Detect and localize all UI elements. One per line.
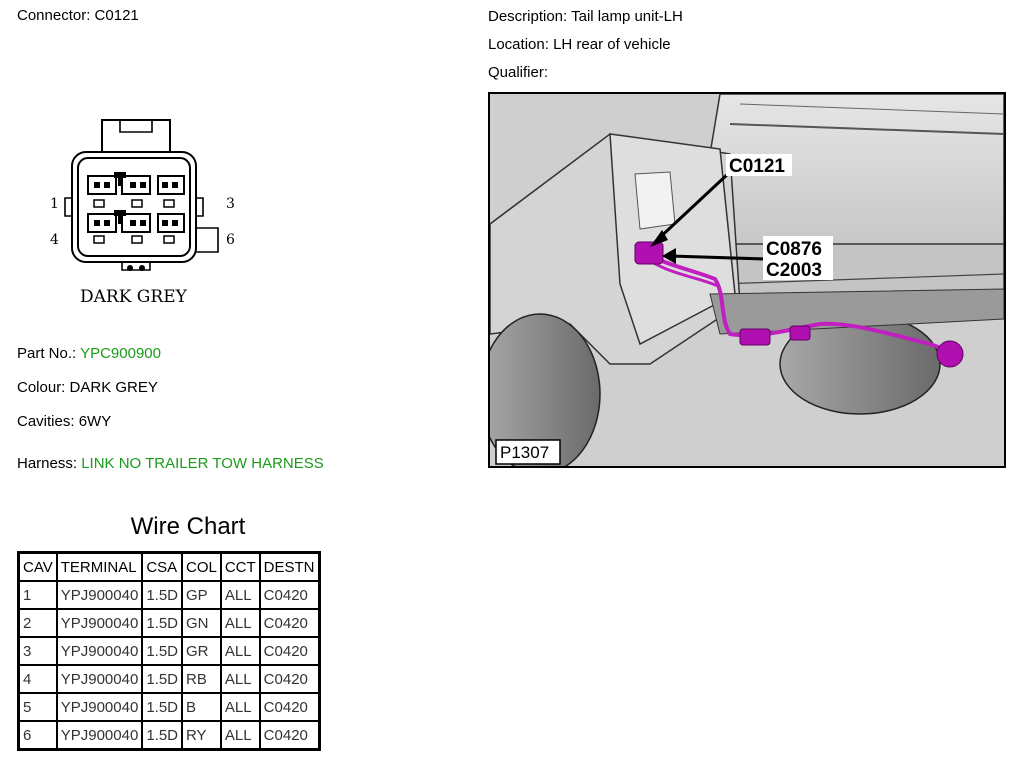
table-row: 4 YPJ900040 1.5D RB ALL C0420 <box>19 665 319 693</box>
connector-face-diagram: 1 3 4 6 DARK GREY <box>40 112 260 312</box>
cell-cav: 4 <box>19 665 57 693</box>
cell-cct: ALL <box>220 609 260 637</box>
cell-cav: 1 <box>19 581 57 609</box>
harness-value: LINK NO TRAILER TOW HARNESS <box>81 455 324 472</box>
part-no-line: Part No.: YPC900900 <box>17 345 161 363</box>
harness-line: Harness: LINK NO TRAILER TOW HARNESS <box>17 455 324 473</box>
cell-cav: 5 <box>19 693 57 721</box>
cell-destn: C0420 <box>259 721 319 749</box>
connector-line: Connector: C0121 <box>17 7 139 25</box>
location-value: LH rear of vehicle <box>553 36 671 53</box>
connector-label: Connector: <box>17 7 91 24</box>
cavities-label: Cavities: <box>17 413 75 430</box>
table-row: 6 YPJ900040 1.5D RY ALL C0420 <box>19 721 319 749</box>
cell-col: RY <box>182 721 221 749</box>
colour-label: Colour: <box>17 379 66 396</box>
qualifier-line: Qualifier: <box>488 64 548 82</box>
cell-cav: 2 <box>19 609 57 637</box>
cell-destn: C0420 <box>259 581 319 609</box>
pin-label-4: 4 <box>50 232 59 248</box>
cell-cct: ALL <box>220 637 260 665</box>
table-row: 2 YPJ900040 1.5D GN ALL C0420 <box>19 609 319 637</box>
cell-csa: 1.5D <box>142 721 182 749</box>
cell-cct: ALL <box>220 665 260 693</box>
cavities-line: Cavities: 6WY <box>17 413 111 431</box>
cell-terminal: YPJ900040 <box>56 609 143 637</box>
pin-label-6: 6 <box>226 232 235 248</box>
cell-terminal: YPJ900040 <box>56 581 143 609</box>
harness-label: Harness: <box>17 455 78 472</box>
description-value: Tail lamp unit-LH <box>571 8 683 25</box>
callout-c2003: C2003 <box>766 260 822 281</box>
cell-cct: ALL <box>220 721 260 749</box>
connector-value: C0121 <box>94 7 139 24</box>
cell-destn: C0420 <box>259 693 319 721</box>
cell-terminal: YPJ900040 <box>56 637 143 665</box>
header-terminal: TERMINAL <box>56 553 143 581</box>
cell-col: RB <box>182 665 221 693</box>
connector-drawing: 1 3 4 6 DARK GREY <box>50 119 235 307</box>
header-cct: CCT <box>220 553 260 581</box>
header-cav: CAV <box>19 553 57 581</box>
table-header-row: CAV TERMINAL CSA COL CCT DESTN <box>19 553 319 581</box>
colour-value: DARK GREY <box>69 379 158 396</box>
cell-col: GN <box>182 609 221 637</box>
table-row: 1 YPJ900040 1.5D GP ALL C0420 <box>19 581 319 609</box>
vehicle-location-image: C0121 C0876 C2003 P1307 <box>488 92 1006 468</box>
cell-csa: 1.5D <box>142 609 182 637</box>
part-no-value: YPC900900 <box>80 345 161 362</box>
cell-csa: 1.5D <box>142 665 182 693</box>
cell-terminal: YPJ900040 <box>56 693 143 721</box>
callout-c0121: C0121 <box>729 156 785 177</box>
wire-chart-table: CAV TERMINAL CSA COL CCT DESTN 1 YPJ9000… <box>17 551 321 751</box>
part-no-label: Part No.: <box>17 345 77 362</box>
table-row: 3 YPJ900040 1.5D GR ALL C0420 <box>19 637 319 665</box>
table-row: 5 YPJ900040 1.5D B ALL C0420 <box>19 693 319 721</box>
cell-col: B <box>182 693 221 721</box>
colour-line: Colour: DARK GREY <box>17 379 158 397</box>
header-col: COL <box>182 553 221 581</box>
callout-c0876: C0876 <box>766 239 822 260</box>
pin-label-1: 1 <box>50 196 59 212</box>
description-line: Description: Tail lamp unit-LH <box>488 8 683 26</box>
header-csa: CSA <box>142 553 182 581</box>
cell-cav: 3 <box>19 637 57 665</box>
header-destn: DESTN <box>259 553 319 581</box>
cell-destn: C0420 <box>259 609 319 637</box>
cell-destn: C0420 <box>259 637 319 665</box>
location-label: Location: <box>488 36 549 53</box>
figure-id: P1307 <box>500 443 549 462</box>
description-label: Description: <box>488 8 568 25</box>
qualifier-label: Qualifier: <box>488 64 549 81</box>
cell-terminal: YPJ900040 <box>56 721 143 749</box>
cell-destn: C0420 <box>259 665 319 693</box>
cell-cav: 6 <box>19 721 57 749</box>
cavities-value: 6WY <box>78 413 112 430</box>
cell-col: GP <box>182 581 221 609</box>
pin-label-3: 3 <box>226 196 235 212</box>
location-line: Location: LH rear of vehicle <box>488 36 671 54</box>
cell-terminal: YPJ900040 <box>56 665 143 693</box>
cell-col: GR <box>182 637 221 665</box>
cell-cct: ALL <box>220 693 260 721</box>
cell-csa: 1.5D <box>142 581 182 609</box>
cell-csa: 1.5D <box>142 693 182 721</box>
wire-chart-title: Wire Chart <box>130 513 246 540</box>
cell-cct: ALL <box>220 581 260 609</box>
cell-csa: 1.5D <box>142 637 182 665</box>
vehicle-rear-drawing: C0121 C0876 C2003 P1307 <box>490 94 1004 466</box>
diagram-colour-caption: DARK GREY <box>80 287 188 307</box>
